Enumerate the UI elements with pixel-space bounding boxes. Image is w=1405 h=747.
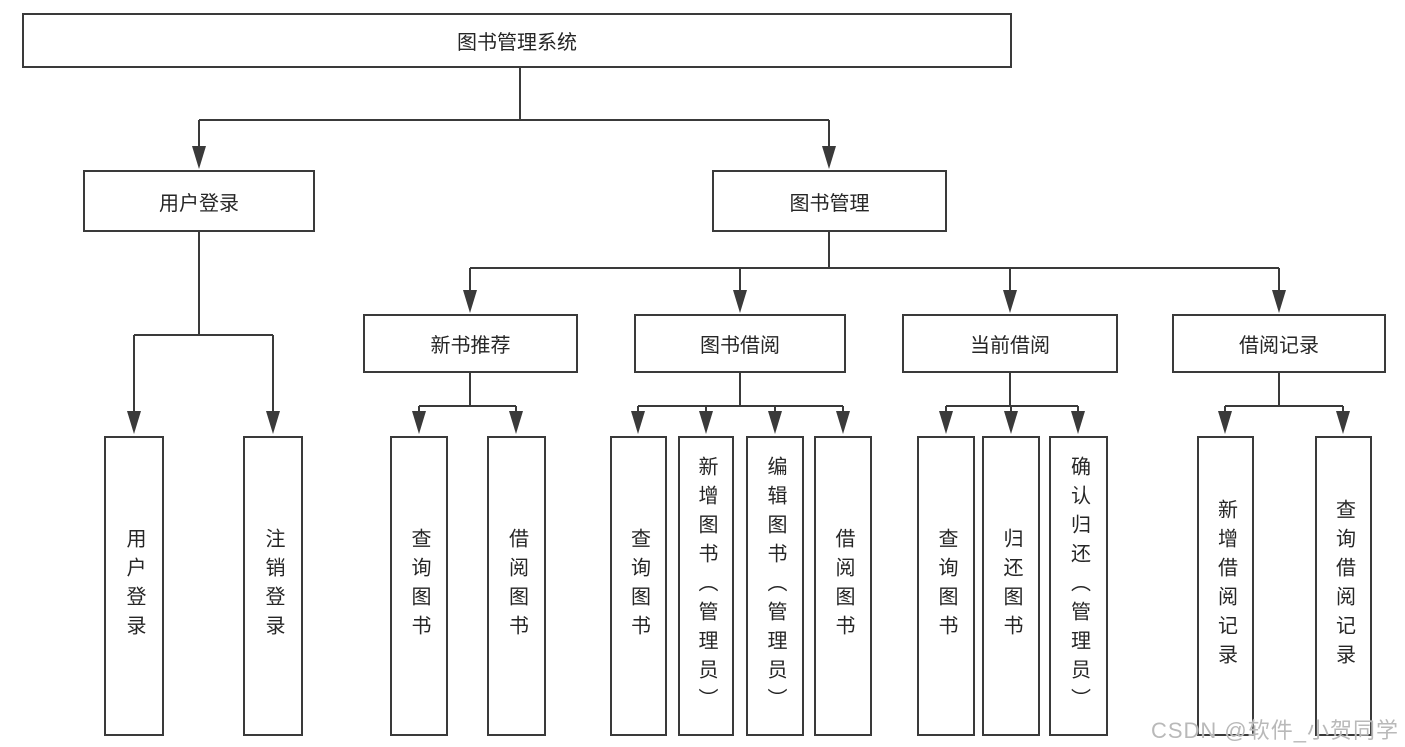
node-book-borrowing: 图书借阅 [634, 314, 846, 373]
leaf-query-books-recommend: 查询图书 [390, 436, 448, 736]
leaf-user-login: 用户登录 [104, 436, 164, 736]
node-book-management: 图书管理 [712, 170, 947, 232]
leaf-return-books: 归还图书 [982, 436, 1040, 736]
leaf-add-books-admin: 新增图书（管理员） [678, 436, 734, 736]
node-new-book-recommend: 新书推荐 [363, 314, 578, 373]
leaf-borrow-books: 借阅图书 [814, 436, 872, 736]
arrowheads [127, 146, 1350, 434]
node-current-borrowing: 当前借阅 [902, 314, 1118, 373]
leaf-query-borrow-record: 查询借阅记录 [1315, 436, 1372, 736]
csdn-watermark: CSDN @软件_小贺同学 [1150, 718, 1399, 743]
node-borrowing-records: 借阅记录 [1172, 314, 1386, 373]
node-system-root: 图书管理系统 [22, 13, 1012, 68]
leaf-edit-books-admin: 编辑图书（管理员） [746, 436, 804, 736]
leaf-query-books-current: 查询图书 [917, 436, 975, 736]
leaf-query-books-borrowing: 查询图书 [610, 436, 667, 736]
leaf-borrow-books-recommend: 借阅图书 [487, 436, 546, 736]
leaf-add-borrow-record: 新增借阅记录 [1197, 436, 1254, 736]
leaf-confirm-return-admin: 确认归还（管理员） [1049, 436, 1108, 736]
node-user-login: 用户登录 [83, 170, 315, 232]
leaf-logout: 注销登录 [243, 436, 303, 736]
